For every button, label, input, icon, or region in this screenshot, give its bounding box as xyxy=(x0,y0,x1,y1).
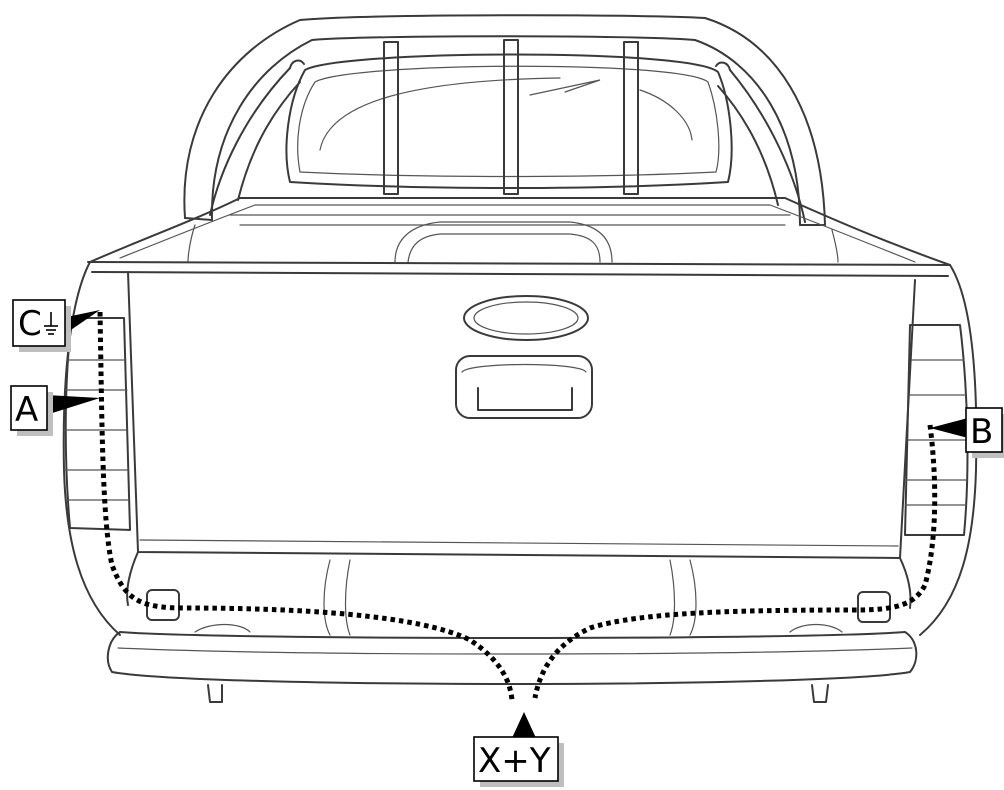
rear-window xyxy=(285,39,733,195)
ground-symbol-icon xyxy=(44,312,58,335)
wiring-harness xyxy=(97,311,938,701)
label-a-text: A xyxy=(15,390,38,430)
label-a: A xyxy=(10,385,100,436)
left-tail-lamp xyxy=(63,317,131,531)
truck-bed xyxy=(87,197,951,277)
truck-body xyxy=(62,261,978,703)
label-c: C xyxy=(12,299,100,352)
label-c-text: C xyxy=(18,304,42,344)
label-xy: X+Y xyxy=(473,712,564,787)
tailgate xyxy=(126,271,916,609)
label-xy-text: X+Y xyxy=(478,741,551,781)
right-license-lamp xyxy=(857,591,891,623)
wire-left xyxy=(97,311,515,701)
label-b-text: B xyxy=(970,412,993,452)
label-b: B xyxy=(930,407,1004,458)
wire-right xyxy=(532,424,938,699)
